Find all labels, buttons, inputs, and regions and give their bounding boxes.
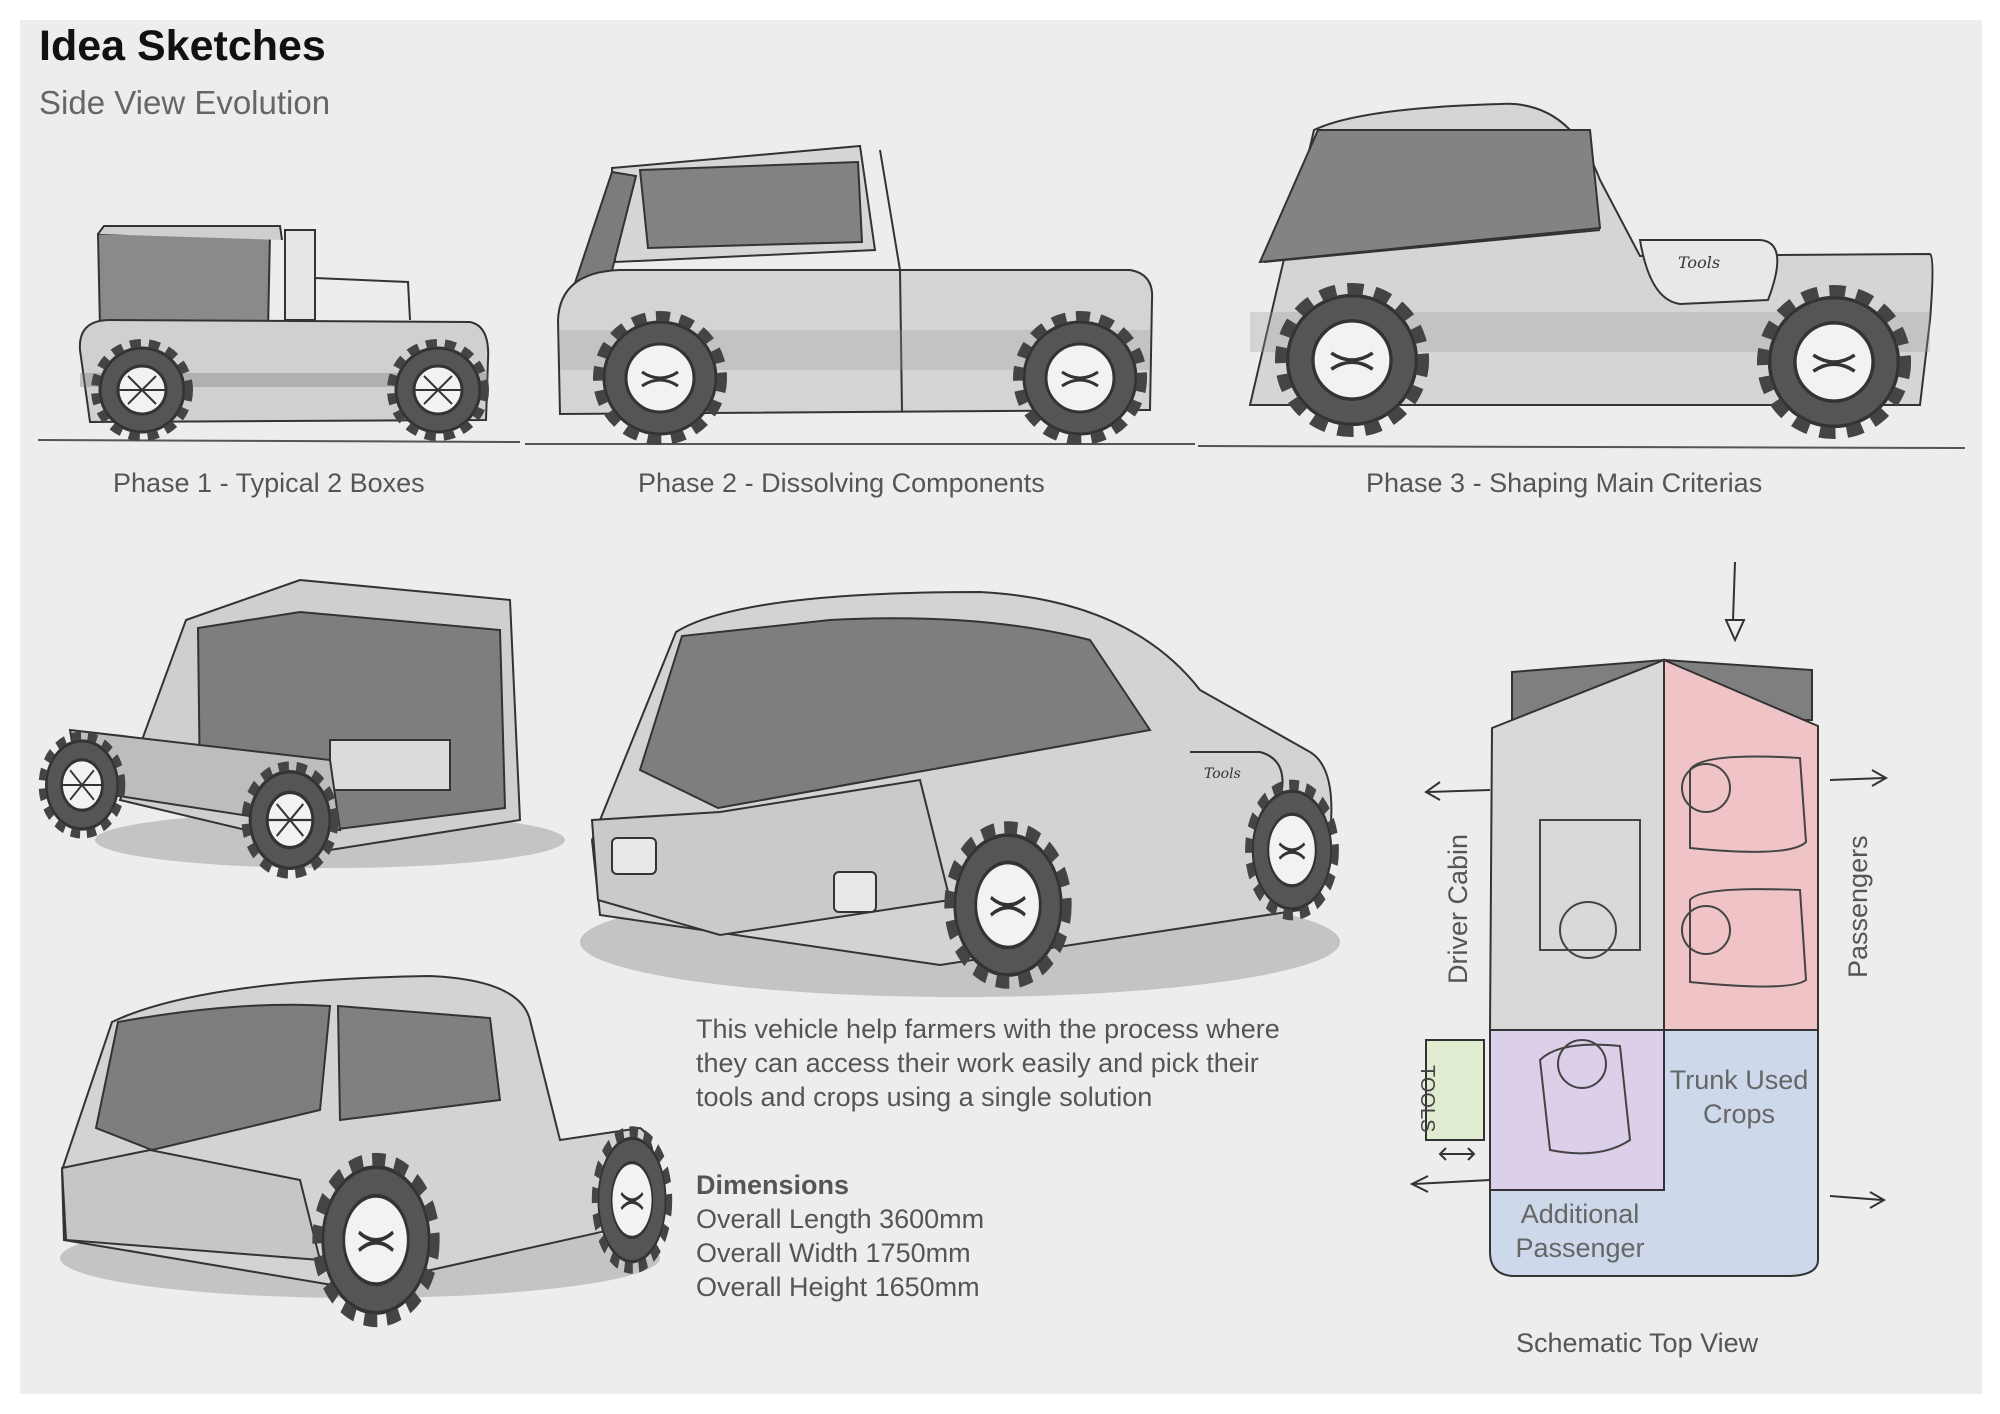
tools-zone-label: TOOLS: [1416, 1065, 1438, 1133]
phase3-caption: Phase 3 - Shaping Main Criterias: [1366, 468, 1763, 498]
vehicle-description: This vehicle help farmers with the proce…: [696, 1014, 1280, 1112]
phase2-caption: Phase 2 - Dissolving Components: [638, 468, 1045, 498]
phase1-sketch: [78, 225, 490, 437]
page-title: Idea Sketches: [39, 22, 326, 70]
schematic-top-view: [1409, 561, 1889, 1277]
driver-cabin-label: Driver Cabin: [1443, 833, 1473, 984]
schematic-caption: Schematic Top View: [1516, 1328, 1759, 1358]
additional-passenger-label: Additional Passenger: [1515, 1199, 1645, 1263]
phase1-caption: Phase 1 - Typical 2 Boxes: [113, 468, 425, 498]
dimension-height: Overall Height 1650mm: [696, 1272, 980, 1302]
dimensions-heading: Dimensions: [696, 1170, 850, 1200]
dimension-width: Overall Width 1750mm: [696, 1238, 971, 1268]
page-subtitle: Side View Evolution: [39, 84, 331, 121]
tools-badge-side: Tools: [1678, 253, 1720, 272]
perspective-sketch-front: [60, 974, 669, 1321]
phase2-sketch: [556, 144, 1154, 440]
tools-badge-rear: Tools: [1204, 766, 1241, 782]
perspective-sketch-rear: Tools: [580, 590, 1340, 997]
phase3-sketch: Tools: [1248, 102, 1934, 433]
dimension-length: Overall Length 3600mm: [696, 1204, 985, 1234]
trunk-zone-label: Trunk Used Crops: [1669, 1065, 1809, 1129]
dimensions-block: Dimensions Overall Length 3600mm Overall…: [696, 1168, 984, 1304]
passengers-label: Passengers: [1843, 835, 1873, 978]
perspective-sketch-cargo: [42, 578, 565, 874]
